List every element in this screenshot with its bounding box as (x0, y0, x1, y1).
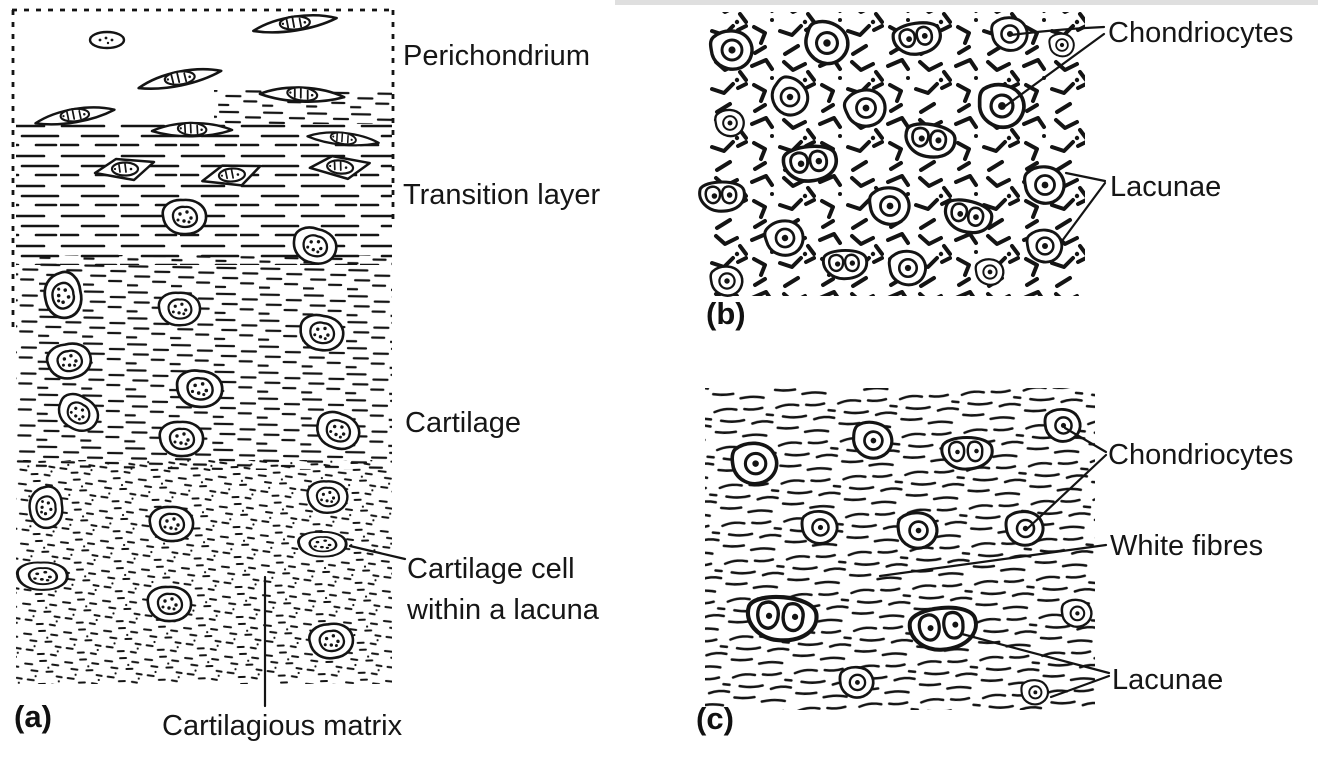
leader-b-lacunae-2 (1060, 181, 1107, 243)
scan-artifact-band (615, 0, 1318, 5)
leader-b-chondriocytes-2 (1002, 32, 1106, 109)
panel-b-drawing (698, 12, 1085, 297)
label-perichondrium: Perichondrium (403, 40, 590, 72)
label-cartilagious-matrix: Cartilagious matrix (162, 710, 403, 742)
label-cartilage-cell: Cartilage cell within a lacuna (407, 553, 599, 627)
leader-b-lacunae-1 (1064, 171, 1107, 183)
panel-a-drawing (11, 8, 395, 684)
panel-a-tag: (a) (14, 699, 52, 734)
label-c-chondriocytes: Chondriocytes (1108, 439, 1294, 471)
label-c-lacunae: Lacunae (1112, 664, 1224, 696)
leader-lines (263, 25, 1111, 708)
panel-c-tag: (c) (696, 701, 734, 736)
leader-c-chondriocytes-1 (1063, 426, 1108, 454)
leader-c-lacunae-2 (1049, 674, 1111, 699)
leader-c-chondriocytes-2 (1025, 453, 1108, 531)
leader-c-white-fibres (878, 543, 1108, 578)
label-b-lacunae: Lacunae (1110, 171, 1222, 203)
label-b-chondriocytes: Chondriocytes (1108, 17, 1294, 49)
panel-a-dotted-border (11, 8, 395, 332)
label-transition-layer: Transition layer (403, 179, 601, 211)
panel-c-drawing (705, 388, 1095, 710)
label-cartilage: Cartilage (405, 407, 522, 439)
label-c-white-fibres: White fibres (1110, 530, 1264, 562)
leader-b-chondriocytes-1 (1009, 25, 1106, 37)
leader-c-lacunae-1 (960, 632, 1111, 675)
panel-b-tag: (b) (706, 296, 746, 331)
leader-cartilage-cell (348, 544, 407, 561)
